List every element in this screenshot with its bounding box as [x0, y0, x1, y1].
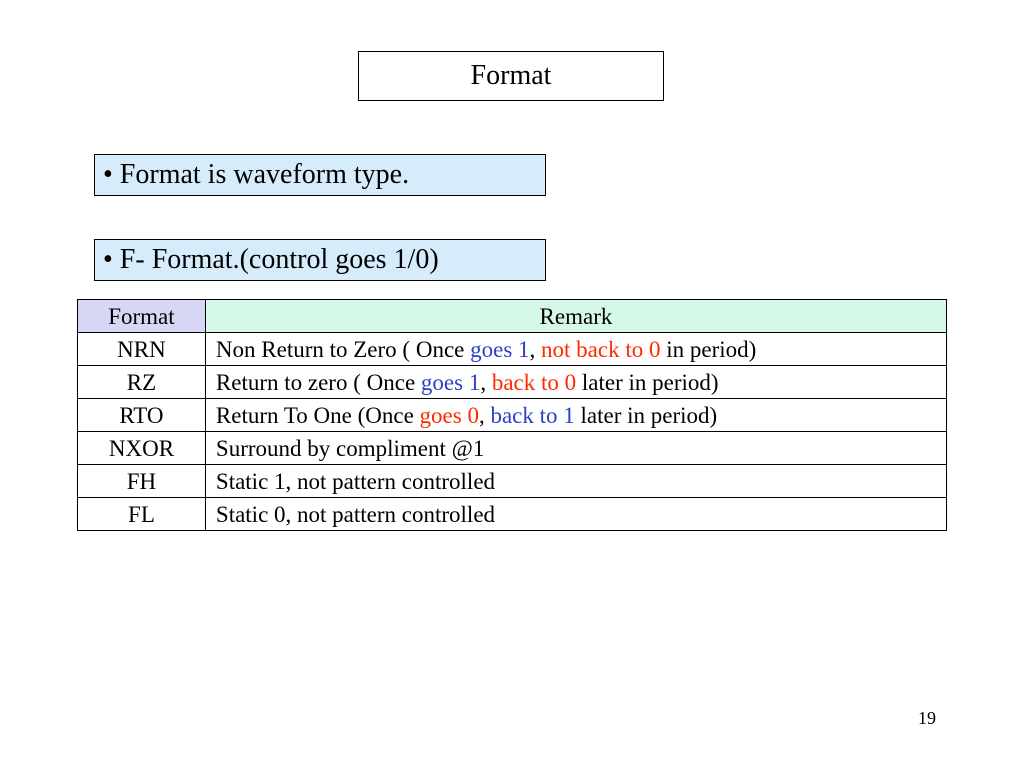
format-cell: NRN — [77, 332, 206, 366]
remark-segment: Surround by compliment @1 — [215, 435, 485, 461]
remark-segment: goes 1 — [420, 369, 481, 395]
remark-segment: later in period) — [574, 402, 718, 428]
bullet-2: • F- Format.(control goes 1/0) — [94, 239, 546, 281]
remark-segment: , — [478, 402, 491, 428]
remark-segment: goes 1 — [470, 336, 530, 362]
remark-segment: back to 1 — [490, 402, 575, 428]
remark-segment: back to 0 — [491, 369, 577, 395]
format-cell: RTO — [77, 398, 206, 432]
remark-segment: Non Return to Zero ( Once — [215, 336, 471, 362]
table-row: FH Static 1, not pattern controlled — [77, 464, 948, 498]
table-header-row: Format Remark — [77, 299, 948, 333]
remark-segment: Static 1, not pattern controlled — [215, 468, 496, 494]
table-row: FL Static 0, not pattern controlled — [77, 497, 948, 531]
remark-cell: Static 1, not pattern controlled — [204, 464, 948, 498]
format-cell: FH — [77, 464, 206, 498]
format-cell: FL — [77, 497, 206, 531]
header-format: Format — [77, 299, 206, 333]
bullet-1: • Format is waveform type. — [94, 154, 546, 196]
remark-segment: later in period) — [576, 369, 719, 395]
format-cell: NXOR — [77, 431, 206, 465]
remark-segment: Return To One (Once — [215, 402, 420, 428]
remark-segment: not back to 0 — [541, 336, 661, 362]
table-row: NXOR Surround by compliment @1 — [77, 431, 948, 465]
remark-cell: Return to zero ( Once goes 1, back to 0 … — [204, 365, 948, 399]
remark-segment: , — [529, 336, 542, 362]
remark-cell: Non Return to Zero ( Once goes 1, not ba… — [204, 332, 948, 366]
remark-cell: Return To One (Once goes 0, back to 1 la… — [204, 398, 948, 432]
remark-segment: goes 0 — [419, 402, 479, 428]
page-number: 19 — [918, 708, 936, 728]
remark-segment: Return to zero ( Once — [215, 369, 421, 395]
header-remark: Remark — [204, 299, 948, 333]
remark-segment: in period) — [660, 336, 757, 362]
remark-cell: Surround by compliment @1 — [204, 431, 948, 465]
slide-title: Format — [358, 51, 664, 101]
remark-segment: , — [480, 369, 492, 395]
format-cell: RZ — [77, 365, 206, 399]
remark-segment: Static 0, not pattern controlled — [215, 501, 496, 527]
remark-cell: Static 0, not pattern controlled — [204, 497, 948, 531]
